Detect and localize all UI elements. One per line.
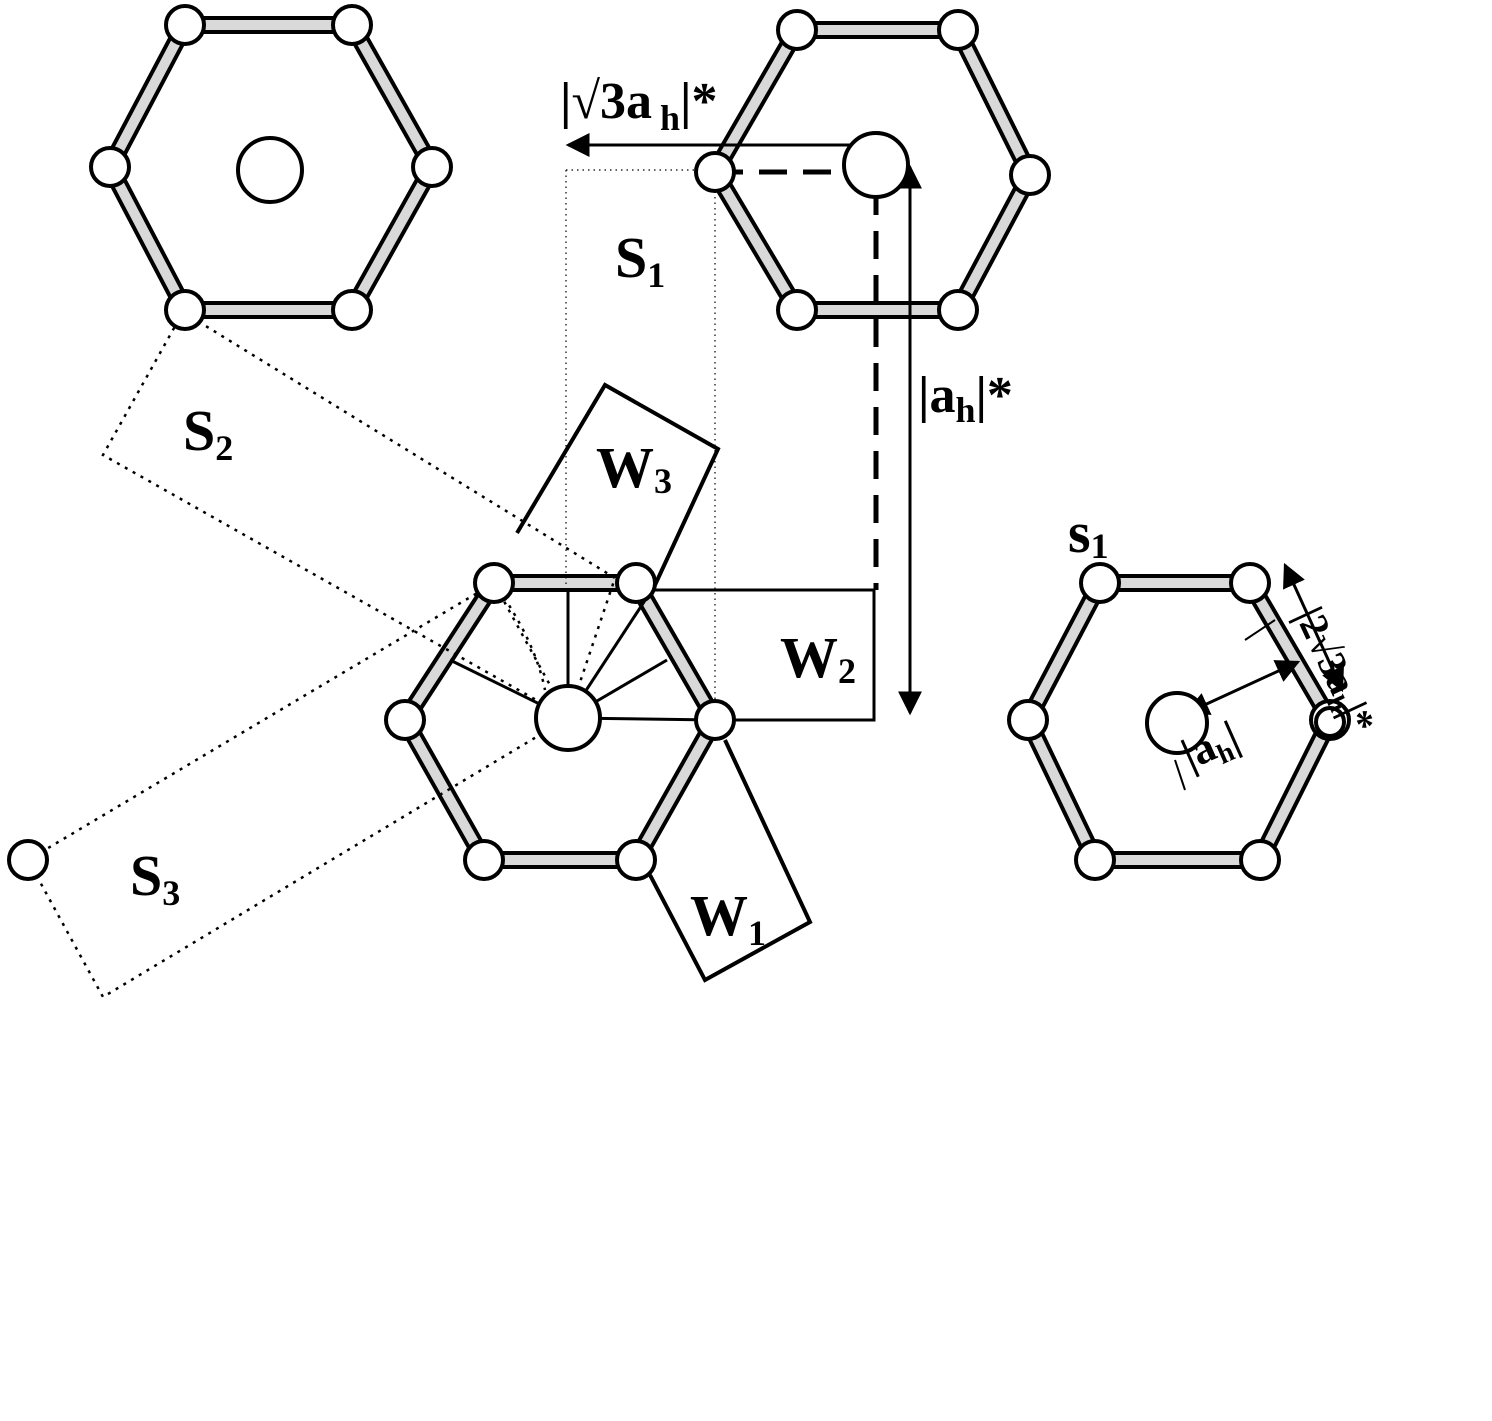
hexagon-top-right-center-atom [842, 131, 910, 199]
dotted-arc [492, 582, 547, 691]
hexagon-lower-right-center-atom [1145, 691, 1209, 755]
hexagon-top-right-vertex-atom [776, 9, 818, 51]
w3-rectangle [515, 382, 721, 586]
label-ah: |ah|* [918, 367, 1013, 430]
label-s1-lower: s1 [1068, 500, 1109, 566]
hexagon-top-right-vertex-atom [937, 9, 979, 51]
hexagon-top-left-vertex-atom [331, 289, 373, 331]
small-offset-atom [1314, 706, 1346, 738]
hexagon-lower-right-vertex-atom [1229, 562, 1271, 604]
bonds-layer [101, 16, 1339, 869]
hexagon-top-right-bond [795, 301, 960, 319]
s3-dotted-region [26, 581, 570, 999]
atoms-layer [7, 4, 1351, 881]
label-w3: W3 [596, 435, 672, 501]
dashed-offset-path [715, 169, 879, 590]
hexagon-lower-right-vertex-atom [1007, 699, 1049, 741]
hexagon-top-right-vertex-atom [937, 289, 979, 331]
hexagon-top-left-vertex-atom [89, 146, 131, 188]
hexagon-lower-right-vertex-atom [1239, 839, 1281, 881]
small-tick-2 [1174, 759, 1186, 791]
hexagon-center-vertex-atom [473, 562, 515, 604]
label-w1: W1 [690, 883, 766, 953]
hexagon-center-vertex-atom [615, 562, 657, 604]
hexagon-top-left-bond [183, 16, 354, 34]
hexagon-center-center-atom [534, 684, 602, 752]
lone-atom-s3 [7, 839, 49, 881]
hexagon-top-left-center-atom [236, 136, 304, 204]
hexagon-top-left-bond [183, 301, 354, 319]
label-s3: S3 [130, 843, 180, 913]
hexagon-top-right-bond [795, 21, 960, 39]
hexagon-lower-right-vertex-atom [1079, 562, 1121, 604]
hexagon-center-vertex-atom [615, 839, 657, 881]
hexagon-center-bond [482, 851, 638, 869]
hexagon-top-right-vertex-atom [776, 289, 818, 331]
small-tick [1244, 619, 1276, 641]
hexagon-top-left-vertex-atom [164, 289, 206, 331]
rotated-arrow [1283, 562, 1344, 693]
hexagon-lower-right-bond [1093, 851, 1262, 869]
hexagon-lower-right-vertex-atom [1074, 839, 1116, 881]
s2-dotted-region [101, 310, 617, 720]
w1-rectangle [648, 739, 813, 983]
label-w2: W2 [780, 625, 856, 691]
hexagon-top-right-vertex-atom [694, 151, 736, 193]
hexagon-top-left-vertex-atom [331, 4, 373, 46]
hexagon-top-left-vertex-atom [411, 146, 453, 188]
hexagon-center-vertex-atom [694, 699, 736, 741]
hexagon-top-left-vertex-atom [164, 4, 206, 46]
hexagon-lower-right-bond [1098, 574, 1252, 592]
w2-rectangle [655, 588, 876, 722]
label-s1-upper: S1 [615, 225, 665, 295]
hexagon-center-bond [492, 574, 638, 592]
label-s2: S2 [183, 398, 233, 468]
hexagon-center-vertex-atom [463, 839, 505, 881]
hexagon-top-right-vertex-atom [1009, 154, 1051, 196]
small-ah-arrow [1184, 660, 1301, 715]
hexagon-center-vertex-atom [384, 699, 426, 741]
